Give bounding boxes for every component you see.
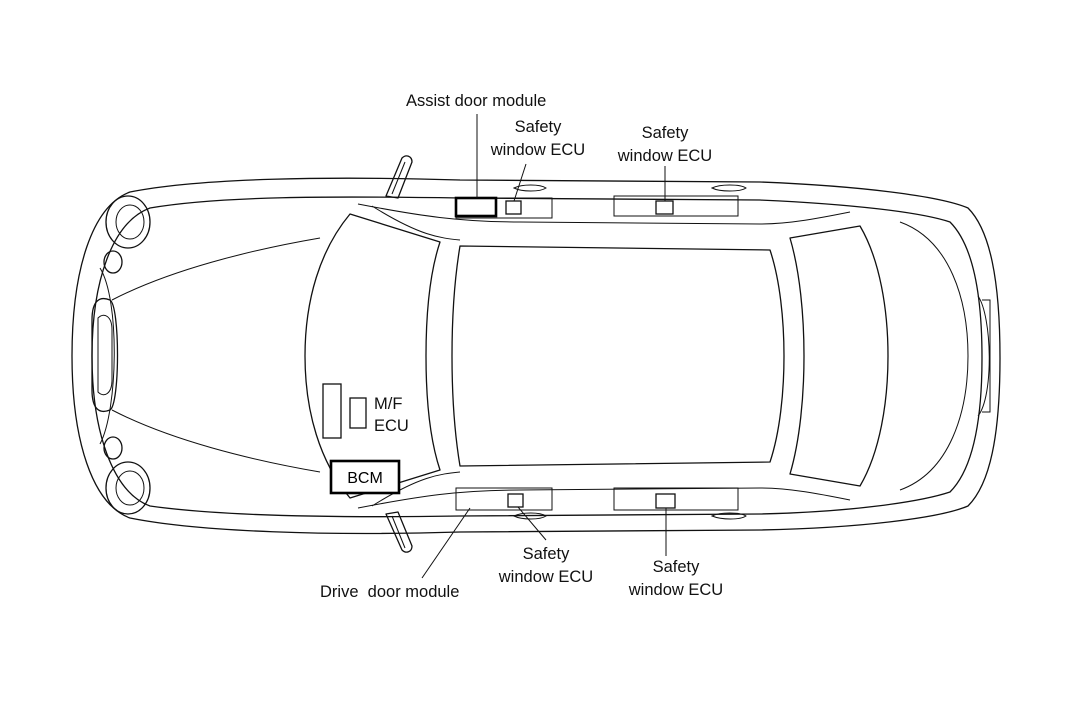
side-sill-top xyxy=(357,203,851,225)
label-safety-front-bottom-line2: window ECU xyxy=(498,568,593,586)
label-safety-front-top-line1: Safety xyxy=(515,118,563,136)
windshield xyxy=(304,213,441,499)
label-bcm: BCM xyxy=(347,470,383,487)
front-grille xyxy=(91,297,119,413)
roof xyxy=(451,245,785,467)
hood-crease-top xyxy=(111,237,321,301)
label-safety-front-top-line2: window ECU xyxy=(490,141,585,159)
label-safety-rear-top-line2: window ECU xyxy=(617,147,712,165)
label-mf-ecu-line2: ECU xyxy=(374,417,409,435)
rear-lamp xyxy=(977,295,990,417)
door-handle-front-top xyxy=(512,184,547,192)
label-safety-rear-top-line1: Safety xyxy=(642,124,690,142)
door-handle-rear-bottom xyxy=(710,512,747,520)
rear-window xyxy=(789,225,889,487)
label-safety-front-bottom-line1: Safety xyxy=(523,545,571,563)
rear-door-trim-bottom xyxy=(613,487,739,511)
car-inner-outline xyxy=(91,196,983,518)
headlight-bottom-inner xyxy=(115,470,145,506)
leader-drive-door-module xyxy=(421,507,471,579)
headlight-top-inner xyxy=(115,204,145,240)
label-assist-door-module: Assist door module xyxy=(406,92,546,110)
side-sill-bottom xyxy=(357,487,851,509)
label-drive-door-module: Drive door module xyxy=(320,583,459,601)
fuse-box-tall xyxy=(322,383,342,439)
front-door-trim-bottom xyxy=(455,487,553,511)
leader-safety-front-top xyxy=(513,163,527,202)
car-body xyxy=(71,155,1001,553)
headlight-bottom-outer xyxy=(105,461,151,515)
bcm-box xyxy=(329,459,401,495)
safety-window-ecu-front-top xyxy=(505,200,522,215)
hood-crease-bottom xyxy=(111,409,321,473)
door-handle-rear-top xyxy=(710,184,747,192)
label-safety-rear-bottom-line2: window ECU xyxy=(628,581,723,599)
car-outer-outline xyxy=(71,177,1001,535)
safety-window-ecu-front-bottom xyxy=(507,493,524,508)
side-mirror-top xyxy=(385,155,413,199)
leader-safety-front-bottom xyxy=(517,506,547,541)
label-safety-rear-bottom-line1: Safety xyxy=(653,558,701,576)
foglight-bottom xyxy=(103,436,123,460)
rear-door-trim-top xyxy=(613,195,739,217)
safety-window-ecu-rear-top xyxy=(655,200,674,215)
side-mirror-bottom xyxy=(385,511,413,553)
headlight-top-outer xyxy=(105,195,151,249)
trunk-line xyxy=(899,221,969,491)
foglight-top xyxy=(103,250,123,274)
mf-ecu-box xyxy=(349,397,367,429)
safety-window-ecu-rear-bottom xyxy=(655,493,676,509)
label-mf-ecu-line1: M/F xyxy=(374,395,402,413)
assist-door-module-box xyxy=(454,196,498,218)
